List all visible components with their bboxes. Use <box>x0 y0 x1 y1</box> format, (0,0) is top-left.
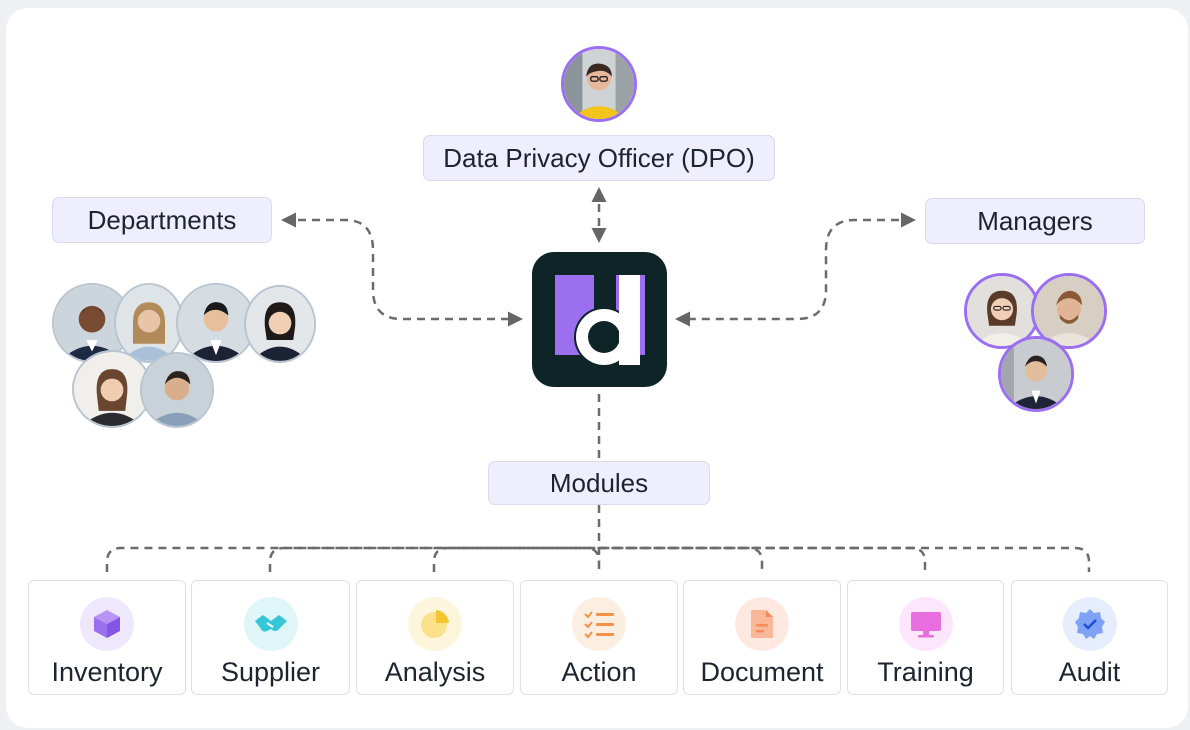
module-bus-2 <box>268 546 764 572</box>
pie-chart-icon <box>408 597 462 651</box>
department-member-avatar <box>140 352 214 428</box>
checklist-icon <box>572 597 626 651</box>
module-label: Supplier <box>220 657 321 687</box>
cube-icon <box>80 597 134 651</box>
module-document[interactable]: Document <box>683 580 841 695</box>
department-member-avatar <box>176 283 256 363</box>
module-inventory[interactable]: Inventory <box>28 580 186 695</box>
department-member-avatar <box>72 350 152 428</box>
module-supplier[interactable]: Supplier <box>191 580 350 695</box>
department-member-avatar <box>244 285 316 363</box>
module-training[interactable]: Training <box>847 580 1004 695</box>
dpo-label: Data Privacy Officer (DPO) <box>423 135 775 181</box>
module-audit[interactable]: Audit <box>1011 580 1168 695</box>
departments-connector <box>281 212 523 327</box>
module-analysis[interactable]: Analysis <box>356 580 514 695</box>
document-icon <box>735 597 789 651</box>
manager-avatar <box>998 336 1074 412</box>
module-bus-4 <box>599 546 1091 572</box>
verified-badge-icon <box>1062 597 1117 651</box>
department-member-avatar <box>114 283 184 363</box>
departments-label: Departments <box>52 197 272 243</box>
module-bus-3 <box>432 546 927 572</box>
module-bus-1 <box>105 546 601 572</box>
module-action[interactable]: Action <box>520 580 678 695</box>
managers-label: Managers <box>925 198 1145 244</box>
monitor-icon <box>898 597 953 651</box>
module-label: Action <box>561 657 637 687</box>
module-label: Analysis <box>384 657 486 687</box>
app-logo <box>532 252 667 387</box>
dpo-avatar <box>561 46 637 122</box>
module-label: Training <box>877 657 974 687</box>
module-label: Inventory <box>51 657 163 687</box>
handshake-icon <box>243 597 298 651</box>
module-label: Audit <box>1058 657 1121 687</box>
modules-label: Modules <box>488 461 710 505</box>
managers-connector <box>675 212 916 327</box>
manager-avatar <box>1031 273 1107 349</box>
module-label: Document <box>700 657 824 687</box>
